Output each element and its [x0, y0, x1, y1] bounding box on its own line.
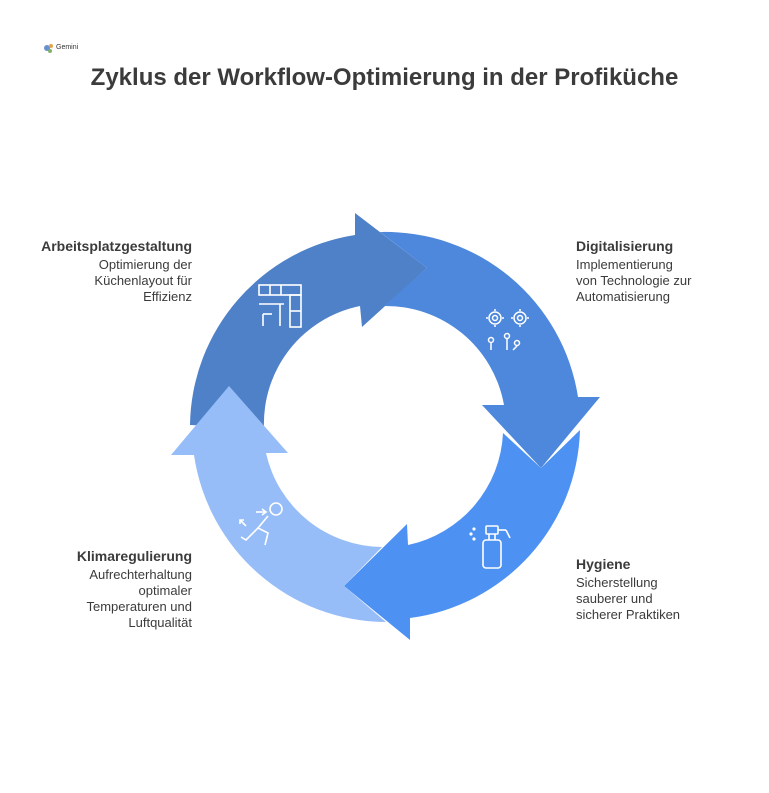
cycle-segment-digitalisierung — [380, 231, 600, 468]
step-desc-line: Sicherstellung — [576, 575, 658, 590]
cycle-segment-arbeitsplatzgestaltung — [190, 213, 427, 428]
step-desc-line: Küchenlayout für — [94, 273, 192, 288]
kitchen-layout-icon — [258, 284, 302, 328]
step-desc-line: optimaler — [138, 583, 192, 598]
step-desc-line: Luftqualität — [128, 615, 192, 630]
step-desc-line: sicherer Praktiken — [576, 607, 681, 622]
step-desc-line: Implementierung — [576, 257, 673, 272]
step-desc-line: Optimierung der — [98, 257, 192, 272]
step-label-klimaregulierung: Klimaregulierung Aufrechterhaltung optim… — [20, 548, 192, 631]
step-desc-line: Temperaturen und — [86, 599, 192, 614]
step-desc-line: von Technologie zur — [576, 273, 692, 288]
brand-logo-icon — [44, 44, 53, 53]
person-air-icon — [239, 502, 283, 546]
step-heading-digitalisierung: Digitalisierung — [576, 238, 674, 254]
step-heading-klimaregulierung: Klimaregulierung — [76, 548, 192, 564]
step-desc-line: sauberer und — [576, 591, 653, 606]
brand-logo-text: Gemini — [56, 44, 79, 51]
gears-automation-icon — [486, 309, 529, 351]
step-heading-hygiene: Hygiene — [576, 556, 631, 572]
spray-bottle-icon — [469, 525, 511, 569]
page-title: Zyklus der Workflow-Optimierung in der P… — [90, 64, 679, 91]
step-desc-line: Aufrechterhaltung — [89, 567, 192, 582]
step-heading-arbeitsplatzgestaltung: Arbeitsplatzgestaltung — [41, 238, 192, 254]
step-label-hygiene: Hygiene Sicherstellung sauberer und sich… — [576, 556, 756, 623]
step-label-digitalisierung: Digitalisierung Implementierung von Tech… — [576, 238, 756, 305]
step-desc-line: Effizienz — [143, 289, 192, 304]
step-desc-line: Automatisierung — [576, 289, 670, 304]
step-label-arbeitsplatzgestaltung: Arbeitsplatzgestaltung Optimierung der K… — [20, 238, 192, 305]
cycle-segment-hygiene — [344, 430, 580, 640]
